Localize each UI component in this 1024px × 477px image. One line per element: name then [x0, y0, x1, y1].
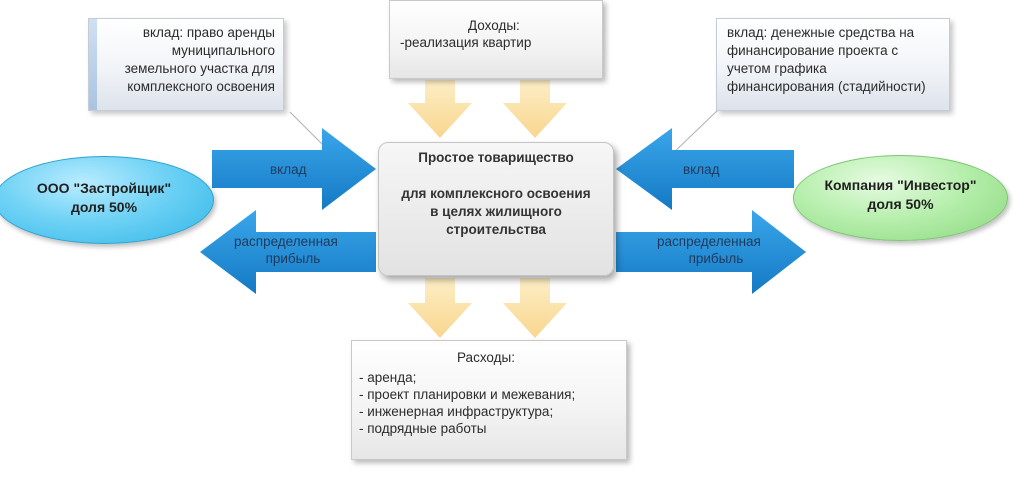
expenses-arrow-left [408, 278, 472, 338]
income-item: -реализация квартир [400, 35, 532, 50]
callout-right-line: учетом графика [727, 61, 827, 76]
contribution-arrow-left [212, 128, 376, 210]
income-arrow-right [503, 80, 567, 138]
profit-label-left: распределенная прибыль [234, 233, 338, 267]
callout-right-line: финансирования (стадийности) [727, 79, 926, 94]
developer-name: ООО "Застройщик" [36, 180, 172, 196]
callout-left-line: комплексного освоения [127, 79, 275, 94]
partnership-title: Простое товарищество [418, 150, 574, 165]
callout-right-line: вклад: денежные средства на [727, 25, 915, 40]
callout-right-line: финансирование проекта с [727, 43, 899, 58]
partnership-box: Простое товарищество для комплексного ос… [378, 142, 614, 276]
expenses-box: Расходы: - аренда; - проект планировки и… [351, 340, 627, 460]
expenses-item: - проект планировки и межевания; [359, 387, 576, 402]
contribution-label-left: вклад [270, 162, 307, 177]
callout-right-connector [667, 107, 721, 159]
contribution-arrow-right [616, 128, 794, 210]
profit-label-right: распределенная прибыль [657, 233, 761, 267]
profit-label-left-line: распределенная [234, 234, 338, 249]
callout-left-line: земельного участка для [124, 61, 275, 76]
contribution-label-right: вклад [683, 162, 720, 177]
profit-label-right-line: распределенная [657, 234, 761, 249]
profit-label-right-line: прибыль [688, 251, 744, 266]
partnership-line: в целях жилищного [430, 204, 562, 219]
expenses-title: Расходы: [457, 350, 515, 365]
profit-arrow-left [200, 210, 376, 294]
profit-arrow-right [616, 210, 806, 294]
callout-left: вклад: право аренды муниципального земел… [88, 18, 284, 111]
income-box: Доходы: -реализация квартир [389, 0, 603, 79]
income-arrow-left [408, 80, 472, 138]
developer-ellipse: ООО "Застройщик" доля 50% [0, 156, 214, 244]
callout-left-line: вклад: право аренды [142, 25, 275, 40]
income-title: Доходы: [468, 18, 520, 33]
expenses-item: - подрядные работы [359, 421, 487, 436]
investor-name: Компания "Инвестор" [824, 177, 977, 193]
callout-left-accent [89, 19, 97, 110]
investor-ellipse: Компания "Инвестор" доля 50% [793, 155, 1008, 241]
expenses-item: - аренда; [359, 370, 417, 385]
callout-right: вклад: денежные средства на финансирован… [716, 18, 950, 111]
investor-share: доля 50% [867, 196, 934, 212]
expenses-item: - инженерная инфраструктура; [359, 404, 554, 419]
callout-left-line: муниципального [171, 43, 275, 58]
profit-label-left-line: прибыль [265, 251, 321, 266]
partnership-line: для комплексного освоения [401, 186, 591, 201]
developer-share: доля 50% [70, 199, 138, 215]
partnership-line: строительства [446, 222, 546, 237]
partnership-spacer [379, 167, 613, 185]
expenses-arrow-right [503, 278, 567, 338]
